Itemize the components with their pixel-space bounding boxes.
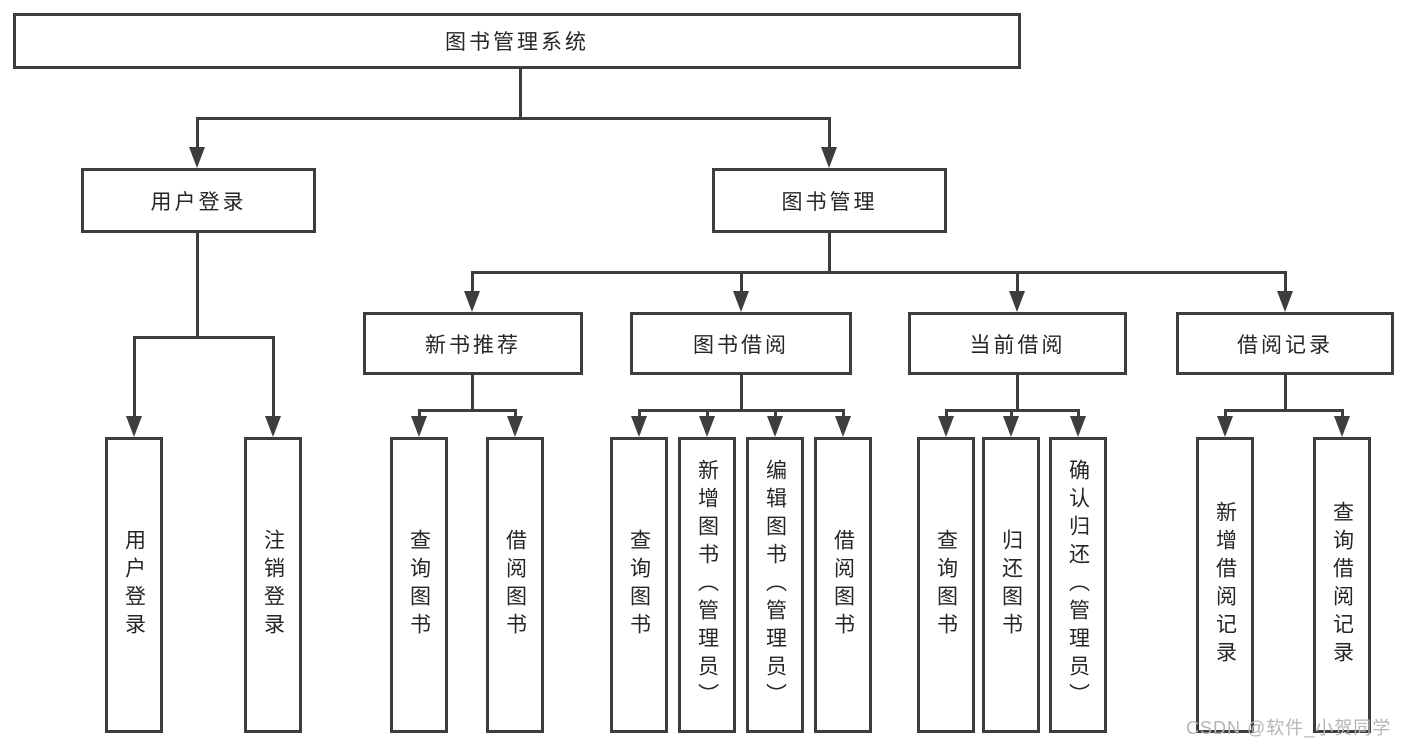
connector-drop-new-books — [471, 271, 474, 296]
connector-book-mgmt-stub — [828, 233, 831, 274]
node-current-borrow: 当前借阅 — [908, 312, 1127, 375]
leaf-rec-query-record: 查询借阅记录 — [1313, 437, 1371, 733]
connector-level3-hline — [471, 271, 1286, 274]
leaf-cb-query-books: 查询图书 — [917, 437, 975, 733]
connector-drop-bb-borrow — [842, 409, 845, 421]
connector-drop-login-leaf — [133, 336, 136, 419]
leaf-rec-add-record-label: 新增借阅记录 — [1213, 501, 1237, 669]
connector-drop-rec-add — [1224, 409, 1227, 421]
leaf-bb-add-book-admin-label: 新增图书（管理员） — [695, 459, 719, 711]
arrow-into-cb-confirm — [1070, 416, 1086, 437]
node-user-login: 用户登录 — [81, 168, 316, 233]
arrow-into-book-mgmt — [821, 147, 837, 168]
connector-drop-cb-return — [1010, 409, 1013, 421]
connector-root-trunk — [519, 69, 522, 119]
leaf-user-login: 用户登录 — [105, 437, 163, 733]
connector-drop-current-borrow — [1016, 271, 1019, 296]
connector-level2-hline — [196, 117, 831, 120]
leaf-bb-borrow-books: 借阅图书 — [814, 437, 872, 733]
leaf-user-login-label: 用户登录 — [122, 529, 146, 641]
node-new-books: 新书推荐 — [363, 312, 583, 375]
leaf-cb-return-book: 归还图书 — [982, 437, 1040, 733]
connector-drop-book-mgmt — [828, 117, 831, 150]
leaf-nb-query-books: 查询图书 — [390, 437, 448, 733]
leaf-nb-query-books-label: 查询图书 — [407, 529, 431, 641]
node-borrow-records-label: 借阅记录 — [1237, 333, 1333, 357]
connector-book-borrow-stub — [740, 375, 743, 411]
arrow-into-bb-borrow — [835, 416, 851, 437]
arrow-into-borrow-records — [1277, 291, 1293, 312]
node-root: 图书管理系统 — [13, 13, 1021, 69]
node-root-label: 图书管理系统 — [445, 31, 589, 54]
leaf-bb-borrow-books-label: 借阅图书 — [831, 529, 855, 641]
connector-drop-bb-add — [706, 409, 709, 421]
arrow-into-new-books — [464, 291, 480, 312]
connector-user-login-stub — [196, 233, 199, 338]
node-borrow-records: 借阅记录 — [1176, 312, 1394, 375]
leaf-logout-label: 注销登录 — [261, 529, 285, 641]
node-book-mgmt: 图书管理 — [712, 168, 947, 233]
connector-drop-logout-leaf — [272, 336, 275, 419]
leaf-logout: 注销登录 — [244, 437, 302, 733]
arrow-into-user-login — [189, 147, 205, 168]
leaf-nb-borrow-books-label: 借阅图书 — [503, 529, 527, 641]
connector-drop-nb-borrow — [514, 409, 517, 421]
arrow-into-logout-leaf — [265, 416, 281, 437]
node-current-borrow-label: 当前借阅 — [969, 333, 1066, 357]
arrow-into-book-borrow — [733, 291, 749, 312]
connector-new-books-stub — [471, 375, 474, 411]
node-book-borrow-label: 图书借阅 — [693, 333, 789, 357]
connector-drop-rec-query — [1341, 409, 1344, 421]
node-new-books-label: 新书推荐 — [425, 333, 521, 357]
leaf-bb-edit-book-admin: 编辑图书（管理员） — [746, 437, 804, 733]
connector-drop-user-login — [196, 117, 199, 150]
arrow-into-current-borrow — [1009, 291, 1025, 312]
connector-drop-nb-query — [418, 409, 421, 421]
arrow-into-rec-query — [1334, 416, 1350, 437]
node-book-mgmt-label: 图书管理 — [781, 190, 878, 214]
connector-drop-cb-query — [945, 409, 948, 421]
arrow-into-cb-return — [1003, 416, 1019, 437]
leaf-bb-query-books-label: 查询图书 — [627, 529, 651, 641]
arrow-into-bb-edit — [767, 416, 783, 437]
leaf-nb-borrow-books: 借阅图书 — [486, 437, 544, 733]
leaf-bb-edit-book-admin-label: 编辑图书（管理员） — [763, 459, 787, 711]
connector-user-login-hline — [133, 336, 275, 339]
arrow-into-login-leaf — [126, 416, 142, 437]
arrow-into-bb-add — [699, 416, 715, 437]
arrow-into-rec-add — [1217, 416, 1233, 437]
leaf-rec-add-record: 新增借阅记录 — [1196, 437, 1254, 733]
connector-new-books-hline — [418, 409, 517, 412]
arrow-into-cb-query — [938, 416, 954, 437]
connector-drop-borrow-records — [1284, 271, 1287, 296]
leaf-cb-query-books-label: 查询图书 — [934, 529, 958, 641]
csdn-watermark: CSDN @软件_小贺同学 — [1186, 718, 1392, 738]
connector-drop-bb-query — [638, 409, 641, 421]
arrow-into-nb-query — [411, 416, 427, 437]
connector-drop-book-borrow — [740, 271, 743, 296]
arrow-into-bb-query — [631, 416, 647, 437]
leaf-bb-add-book-admin: 新增图书（管理员） — [678, 437, 736, 733]
leaf-cb-return-book-label: 归还图书 — [999, 529, 1023, 641]
connector-drop-bb-edit — [774, 409, 777, 421]
node-user-login-label: 用户登录 — [150, 190, 247, 214]
arrow-into-nb-borrow — [507, 416, 523, 437]
leaf-bb-query-books: 查询图书 — [610, 437, 668, 733]
leaf-cb-confirm-return-admin-label: 确认归还（管理员） — [1066, 459, 1090, 711]
node-book-borrow: 图书借阅 — [630, 312, 852, 375]
leaf-rec-query-record-label: 查询借阅记录 — [1330, 501, 1354, 669]
connector-current-stub — [1016, 375, 1019, 411]
connector-records-hline — [1224, 409, 1344, 412]
connector-book-borrow-hline — [638, 409, 845, 412]
leaf-cb-confirm-return-admin: 确认归还（管理员） — [1049, 437, 1107, 733]
connector-drop-cb-confirm — [1077, 409, 1080, 421]
connector-records-stub — [1284, 375, 1287, 411]
